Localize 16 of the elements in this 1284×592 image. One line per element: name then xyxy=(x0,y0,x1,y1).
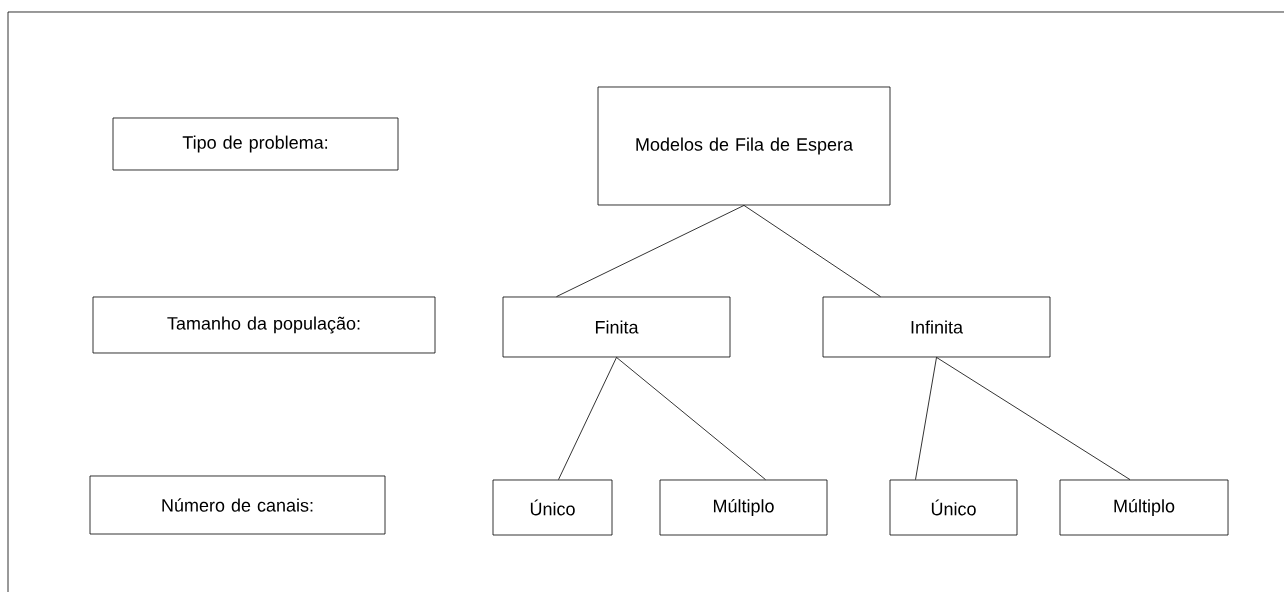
connector-line xyxy=(743,205,881,297)
category-label-box: Tamanho da população: xyxy=(92,296,436,354)
category-label-box: Tipo de problema: xyxy=(112,117,399,171)
tree-box: Infinita xyxy=(822,296,1051,358)
tree-box: Único xyxy=(492,479,613,536)
connector-line xyxy=(616,357,766,480)
tree-box: Modelos de Fila de Espera xyxy=(597,86,891,206)
connector-line xyxy=(556,205,745,297)
connector-line xyxy=(558,357,617,480)
connector-line xyxy=(936,357,1131,480)
tree-box: Múltiplo xyxy=(659,479,828,536)
connector-line xyxy=(915,357,937,480)
tree-box: Múltiplo xyxy=(1059,479,1229,536)
category-label-box: Número de canais: xyxy=(89,475,386,535)
tree-box: Único xyxy=(889,479,1018,536)
tree-box: Finita xyxy=(502,296,731,358)
